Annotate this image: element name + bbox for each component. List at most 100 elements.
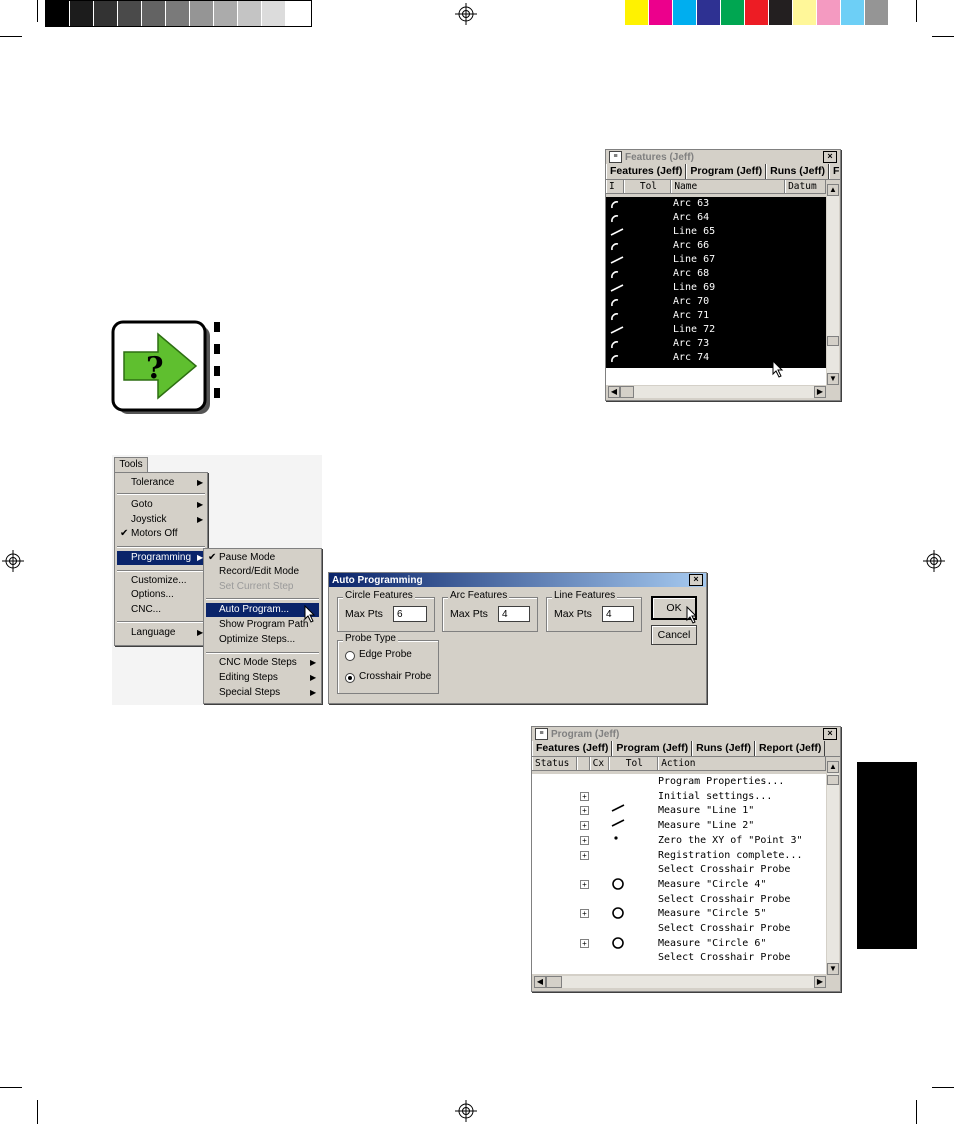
menu-item-joystick[interactable]: Joystick: [131, 514, 167, 525]
close-icon[interactable]: ×: [823, 728, 837, 740]
menu-item-show-program-path[interactable]: Show Program Path: [219, 619, 309, 630]
program-horizontal-scrollbar[interactable]: ◀ ▶: [534, 976, 826, 988]
features-vertical-scrollbar[interactable]: ▲ ▼: [827, 184, 839, 385]
menu-item-customize[interactable]: Customize...: [131, 575, 187, 586]
column-header-tol[interactable]: Tol: [608, 757, 659, 770]
list-item[interactable]: Arc 71: [606, 309, 826, 323]
menu-item-tolerance[interactable]: Tolerance: [131, 477, 175, 488]
dialog-titlebar[interactable]: Auto Programming ×: [329, 573, 706, 587]
list-item[interactable]: +Measure "Circle 4": [532, 877, 826, 892]
tools-menu-title[interactable]: Tools: [114, 457, 148, 473]
list-item[interactable]: Select Crosshair Probe: [532, 892, 826, 907]
list-item[interactable]: +Initial settings...: [532, 789, 826, 804]
list-item[interactable]: Select Crosshair Probe: [532, 950, 826, 965]
crop-mark: [932, 1087, 954, 1088]
scroll-up-icon[interactable]: ▲: [827, 761, 839, 773]
list-item[interactable]: Program Properties...: [532, 774, 826, 789]
line-max-pts-input[interactable]: 4: [602, 606, 634, 622]
list-item[interactable]: Arc 68: [606, 267, 826, 281]
menu-item-motors-off[interactable]: Motors Off: [131, 528, 178, 539]
list-item[interactable]: +Measure "Line 2": [532, 818, 826, 833]
menu-item-record-edit-mode[interactable]: Record/Edit Mode: [219, 566, 300, 577]
column-header-cx[interactable]: Cx: [589, 757, 609, 770]
list-item[interactable]: Line 72: [606, 323, 826, 337]
column-header-action[interactable]: Action: [658, 757, 826, 770]
tab-program[interactable]: Program (Jeff): [686, 164, 767, 179]
menu-item-editing-steps[interactable]: Editing Steps: [219, 672, 278, 683]
scroll-thumb[interactable]: [620, 386, 634, 398]
circle-features-group: Circle Features Max Pts 6: [337, 590, 435, 632]
features-horizontal-scrollbar[interactable]: ◀ ▶: [608, 386, 826, 398]
tab-features[interactable]: Features (Jeff): [532, 741, 613, 756]
list-item[interactable]: Arc 64: [606, 211, 826, 225]
scroll-down-icon[interactable]: ▼: [827, 963, 839, 975]
scroll-up-icon[interactable]: ▲: [827, 184, 839, 196]
menu-item-pause-mode[interactable]: Pause Mode: [219, 552, 276, 563]
tab-report[interactable]: Report (Jeff): [754, 741, 826, 756]
scroll-left-icon[interactable]: ◀: [534, 976, 546, 988]
column-header-datum[interactable]: Datum: [785, 180, 826, 193]
tab-runs[interactable]: Runs (Jeff): [766, 164, 829, 179]
scroll-left-icon[interactable]: ◀: [608, 386, 620, 398]
scroll-thumb[interactable]: [827, 775, 839, 785]
crosshair-probe-radio[interactable]: [345, 673, 355, 683]
column-header-tol[interactable]: Tol: [623, 180, 672, 193]
column-header-i[interactable]: I: [606, 180, 624, 193]
circle-max-pts-input[interactable]: 6: [393, 606, 427, 622]
scroll-thumb[interactable]: [827, 336, 839, 346]
program-window-titlebar[interactable]: ≡ Program (Jeff) ×: [532, 727, 840, 741]
expand-plus-icon[interactable]: +: [580, 835, 589, 845]
close-icon[interactable]: ×: [823, 151, 837, 163]
column-header-name[interactable]: Name: [671, 180, 786, 193]
expand-plus-icon[interactable]: +: [580, 909, 589, 919]
scroll-right-icon[interactable]: ▶: [814, 386, 826, 398]
list-item[interactable]: Arc 70: [606, 295, 826, 309]
program-vertical-scrollbar[interactable]: ▲ ▼: [827, 761, 839, 975]
tab-features[interactable]: Features (Jeff): [606, 164, 687, 179]
expand-plus-icon[interactable]: +: [580, 850, 589, 860]
list-item[interactable]: +Registration complete...: [532, 848, 826, 863]
menu-item-cnc-mode-steps[interactable]: CNC Mode Steps: [219, 657, 297, 668]
column-header-status[interactable]: Status: [532, 757, 577, 770]
list-item[interactable]: Select Crosshair Probe: [532, 862, 826, 877]
expand-plus-icon[interactable]: +: [580, 821, 589, 831]
menu-item-optimize-steps[interactable]: Optimize Steps...: [219, 634, 296, 645]
list-item[interactable]: Line 69: [606, 281, 826, 295]
menu-separator: [206, 598, 319, 600]
list-item[interactable]: Line 65: [606, 225, 826, 239]
list-item[interactable]: +Measure "Circle 6": [532, 936, 826, 951]
list-item[interactable]: +Measure "Circle 5": [532, 906, 826, 921]
arc-max-pts-input[interactable]: 4: [498, 606, 530, 622]
list-item[interactable]: Arc 66: [606, 239, 826, 253]
menu-item-goto[interactable]: Goto: [131, 499, 153, 510]
expand-plus-icon[interactable]: +: [580, 806, 589, 816]
tab-more[interactable]: F: [828, 164, 840, 179]
features-window-titlebar[interactable]: ≡ Features (Jeff) ×: [606, 150, 840, 164]
list-item[interactable]: Arc 74: [606, 351, 826, 365]
list-item[interactable]: Line 67: [606, 253, 826, 267]
list-item[interactable]: +Measure "Line 1": [532, 803, 826, 818]
menu-item-auto-program[interactable]: Auto Program...: [206, 603, 319, 617]
menu-item-language[interactable]: Language: [131, 627, 176, 638]
scroll-down-icon[interactable]: ▼: [827, 373, 839, 385]
ok-button[interactable]: OK: [651, 596, 697, 620]
scroll-thumb[interactable]: [546, 976, 562, 988]
list-item[interactable]: Arc 73: [606, 337, 826, 351]
expand-plus-icon[interactable]: +: [580, 791, 589, 801]
menu-item-programming[interactable]: Programming: [117, 551, 205, 565]
list-item[interactable]: Select Crosshair Probe: [532, 921, 826, 936]
tab-runs[interactable]: Runs (Jeff): [692, 741, 755, 756]
list-item[interactable]: Arc 63: [606, 197, 826, 211]
scroll-right-icon[interactable]: ▶: [814, 976, 826, 988]
edge-probe-radio[interactable]: [345, 651, 355, 661]
list-item[interactable]: +Zero the XY of "Point 3": [532, 833, 826, 848]
expand-plus-icon[interactable]: +: [580, 879, 589, 889]
menu-item-special-steps[interactable]: Special Steps: [219, 687, 281, 698]
close-icon[interactable]: ×: [689, 574, 703, 586]
menu-item-options[interactable]: Options...: [131, 589, 174, 600]
cancel-button[interactable]: Cancel: [651, 625, 697, 645]
expand-plus-icon[interactable]: +: [580, 938, 589, 948]
column-header-blank[interactable]: [576, 757, 590, 770]
tab-program[interactable]: Program (Jeff): [612, 741, 693, 756]
menu-item-cnc[interactable]: CNC...: [131, 604, 161, 615]
